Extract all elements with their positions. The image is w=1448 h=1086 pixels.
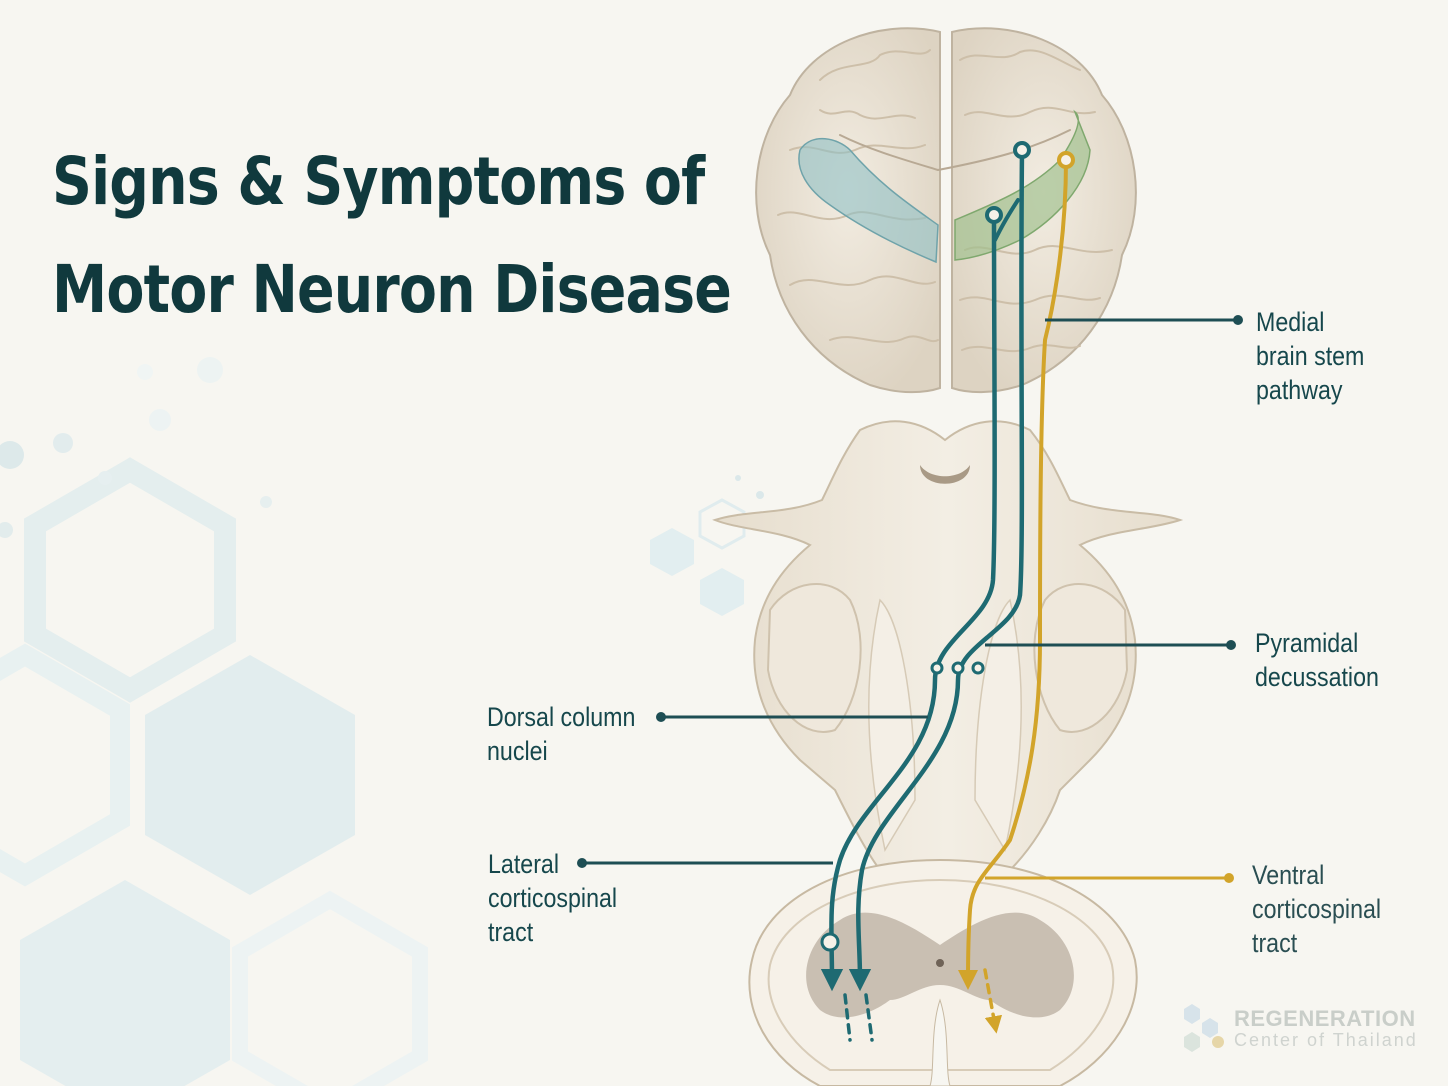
hexagon-outline <box>24 457 236 703</box>
label-medial-brain-stem-pathway: Medial brain stem pathway <box>1256 305 1364 407</box>
neuron-soma <box>985 206 1003 224</box>
leader-dot <box>1224 873 1234 883</box>
leader-dot <box>1226 640 1236 650</box>
hexagon-small <box>700 568 744 616</box>
gyrus <box>959 49 1081 71</box>
title-line-1: Signs & Symptoms of <box>52 143 705 220</box>
anterior-fissure <box>929 998 951 1086</box>
decussation-node <box>951 661 965 675</box>
central-canal <box>936 959 944 967</box>
logo: REGENERATION Center of Thailand <box>1180 1006 1420 1056</box>
gyrus <box>819 109 916 120</box>
logo-mark <box>1184 1004 1224 1052</box>
background-hexagons <box>0 357 764 1086</box>
hexagon-small <box>650 528 694 576</box>
decussation-node <box>930 661 944 675</box>
gyrus <box>819 49 931 81</box>
aqueduct <box>920 465 970 484</box>
hexagon-filled <box>20 880 230 1086</box>
dot <box>137 364 153 380</box>
medial-tract-path <box>993 198 1020 242</box>
dot <box>260 496 272 508</box>
label-line: nuclei <box>487 736 548 766</box>
hexagon-outline <box>0 643 130 887</box>
neuron-soma <box>1013 141 1031 159</box>
label-line: corticospinal <box>1252 894 1382 924</box>
page-title: Signs & Symptoms of Motor Neuron Disease <box>52 128 732 344</box>
lateral-tract-dashed <box>843 993 852 1042</box>
label-lateral-corticospinal-tract: Lateral corticospinal tract <box>488 847 617 949</box>
brain <box>755 27 1137 394</box>
lateral-tract-dashed <box>864 993 874 1042</box>
logo-hexagon <box>1184 1032 1200 1052</box>
leader-dot <box>1233 315 1243 325</box>
label-line: Lateral <box>488 849 560 879</box>
label-line: brain stem <box>1256 341 1365 371</box>
leader-dot <box>656 712 666 722</box>
label-line: pathway <box>1256 375 1343 405</box>
label-line: Dorsal column <box>487 702 636 732</box>
gyrus <box>829 335 939 343</box>
pons-right-lobe <box>1033 583 1129 733</box>
central-sulcus <box>839 129 1071 172</box>
dot <box>0 441 24 469</box>
spinal-cord <box>748 858 1138 1086</box>
leader-dot <box>577 858 587 868</box>
dot <box>0 522 13 538</box>
label-line: Ventral <box>1252 860 1325 890</box>
title-line-2: Motor Neuron Disease <box>52 251 732 328</box>
dot <box>756 491 764 499</box>
logo-pin <box>1212 1036 1224 1048</box>
dot <box>53 433 73 453</box>
label-dorsal-column-nuclei: Dorsal column nuclei <box>487 700 635 768</box>
label-line: Pyramidal <box>1255 628 1359 658</box>
label-line: decussation <box>1255 662 1379 692</box>
cord-node <box>820 932 840 952</box>
neuron-soma <box>1057 151 1075 169</box>
ventral-tract-dashed <box>983 968 1003 1034</box>
hexagon-outline <box>232 890 428 1086</box>
ventral-tract-path <box>958 158 1068 990</box>
dot <box>735 475 741 481</box>
decussation-node <box>971 661 985 675</box>
logo-subtitle: Center of Thailand <box>1234 1030 1418 1050</box>
hexagon-filled <box>145 655 355 895</box>
leader-lines <box>577 315 1243 883</box>
logo-name: REGENERATION <box>1234 1006 1416 1031</box>
dot <box>197 357 223 383</box>
pyramid-left <box>868 598 916 853</box>
label-ventral-corticospinal-tract: Ventral corticospinal tract <box>1252 858 1381 960</box>
gyrus <box>789 275 936 286</box>
label-line: corticospinal <box>488 883 618 913</box>
logo-hexagon <box>1184 1004 1200 1024</box>
gyrus <box>959 294 1101 305</box>
motor-cortex-left <box>798 137 939 264</box>
gyrus <box>961 344 1081 353</box>
label-line: Medial <box>1256 307 1325 337</box>
label-line: tract <box>1252 928 1298 958</box>
dot <box>149 409 171 431</box>
lateral-tract-path <box>848 147 1025 992</box>
dot <box>98 471 112 485</box>
logo-hexagon <box>1202 1018 1218 1038</box>
tracts <box>820 141 1075 1042</box>
label-pyramidal-decussation: Pyramidal decussation <box>1255 626 1379 694</box>
hexagon-small <box>698 498 746 550</box>
label-line: tract <box>488 917 534 947</box>
